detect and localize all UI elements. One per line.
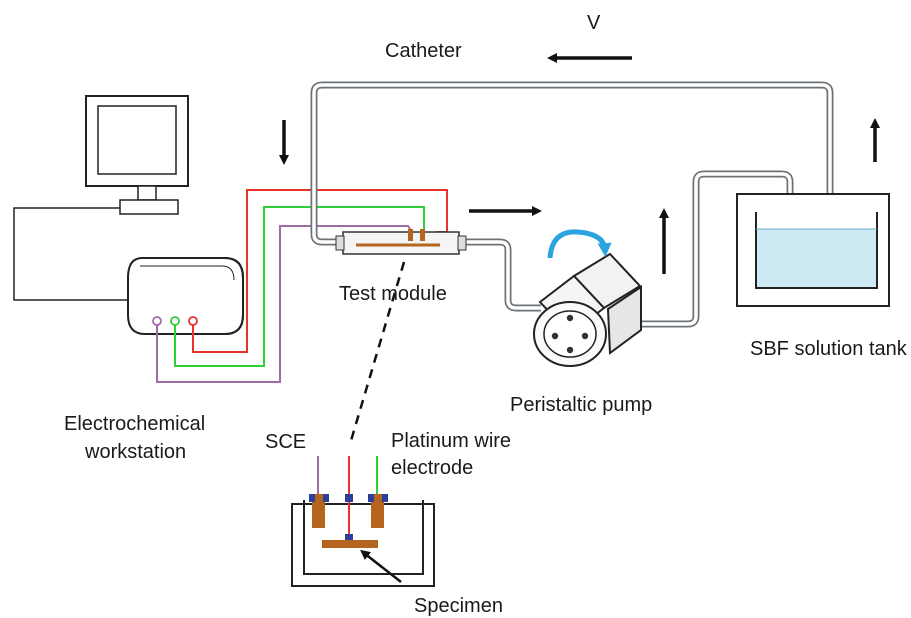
test-module-label: Test module: [339, 283, 447, 305]
velocity-label: V: [587, 12, 601, 34]
computer-cable: [13, 207, 128, 301]
catheter-label: Catheter: [385, 40, 462, 62]
workstation-label-line2: workstation: [84, 441, 186, 463]
electrode-cell-detail: [291, 456, 435, 587]
wire-green: [174, 206, 425, 367]
specimen-plate: [322, 540, 378, 548]
test-module-icon: [335, 229, 467, 255]
tank-label: SBF solution tank: [750, 338, 908, 360]
computer-icon: [85, 95, 189, 215]
platinum-electrode: [371, 494, 384, 528]
sce-label: SCE: [265, 431, 306, 453]
specimen-pointer: [360, 549, 402, 583]
platinum-label-line1: Platinum wire: [391, 430, 511, 452]
catheter-tube: [310, 81, 834, 328]
workstation-label-line1: Electrochemical: [64, 413, 205, 435]
sce-electrode: [312, 494, 325, 528]
workstation-icon: [127, 257, 244, 335]
sbf-tank-icon: [736, 193, 890, 307]
peristaltic-pump-icon: [533, 252, 642, 367]
wire-purple: [156, 225, 413, 383]
pump-label: Peristaltic pump: [510, 394, 652, 416]
specimen-label: Specimen: [414, 595, 503, 617]
platinum-label-line2: electrode: [391, 457, 473, 479]
rotation-arrow-icon: [547, 229, 612, 259]
